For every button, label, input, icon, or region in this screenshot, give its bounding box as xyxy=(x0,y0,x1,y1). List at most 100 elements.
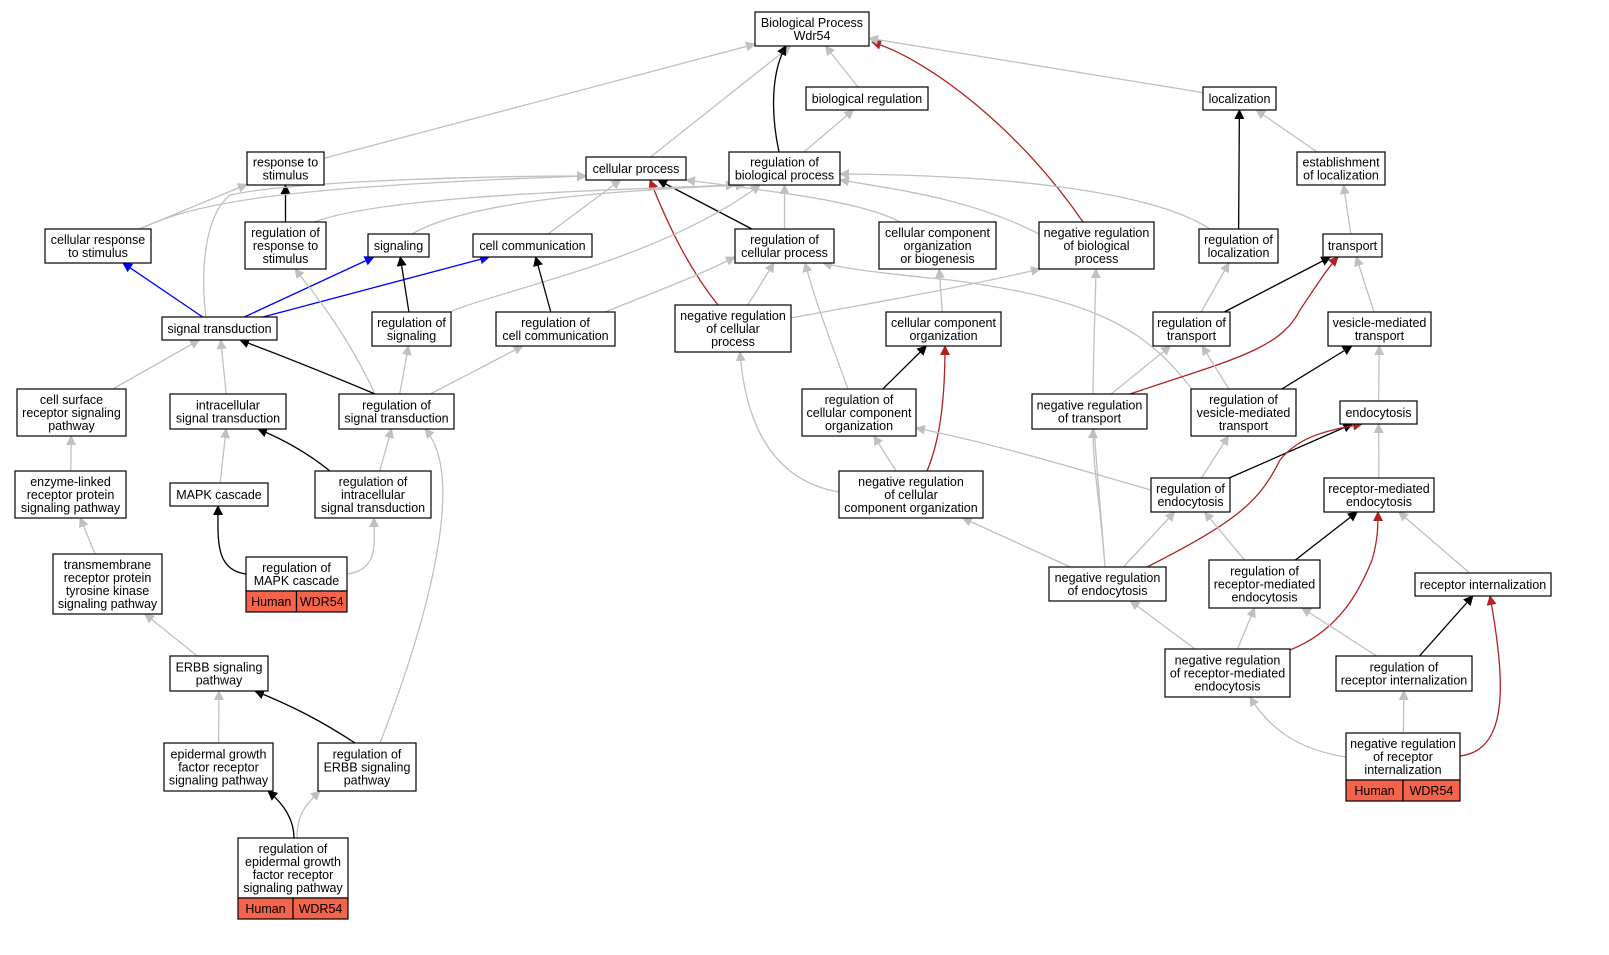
edge-regloc-to-loc xyxy=(1234,109,1245,230)
node-box xyxy=(1339,400,1418,425)
edge-negregendo-to-negregcco xyxy=(961,517,1071,568)
go-node-transport[interactable]: transport xyxy=(1322,233,1383,258)
node-label-line: Wdr54 xyxy=(794,29,831,43)
node-label-line: regulation of xyxy=(521,316,590,330)
node-label-line: of transport xyxy=(1058,412,1122,426)
node-label-line: regulation of xyxy=(262,561,331,575)
node-label-line: ERBB signaling xyxy=(324,761,411,775)
edge-tmrtk-to-enzlink xyxy=(79,517,96,555)
node-box xyxy=(838,470,984,519)
go-node-cellcomm[interactable]: cell communication xyxy=(472,233,593,258)
node-label-line: process xyxy=(711,335,755,349)
node-label-line: signaling pathway xyxy=(58,597,158,611)
go-node-loc[interactable]: localization xyxy=(1202,86,1277,111)
annotation-cell xyxy=(1402,779,1461,802)
edge-regmapk-to-regintra xyxy=(346,517,380,575)
go-node-sigtrans[interactable]: signal transduction xyxy=(161,316,278,341)
node-label-line: cell communication xyxy=(502,329,608,343)
edge-regrecint-to-recint xyxy=(1419,595,1474,657)
edge-regintra-to-intracell xyxy=(257,427,331,472)
annotation-cell xyxy=(292,897,349,920)
go-node-endo[interactable]: endocytosis xyxy=(1339,400,1418,425)
node-label-line: pathway xyxy=(196,674,243,688)
node-box xyxy=(1198,228,1279,264)
node-label-line: of endocytosis xyxy=(1068,584,1148,598)
node-box xyxy=(1296,151,1386,186)
node-box xyxy=(161,316,278,341)
edge-transport-to-estloc xyxy=(1339,184,1352,235)
node-box xyxy=(237,837,349,899)
node-label-line: regulation of xyxy=(1156,482,1225,496)
node-label-line: negative regulation xyxy=(680,309,786,323)
node-box xyxy=(1031,393,1148,430)
edge-cellcomm-to-cellproc xyxy=(547,179,622,235)
edge-ccob-to-cellproc xyxy=(685,176,901,223)
node-label-line: pathway xyxy=(48,419,95,433)
node-box xyxy=(1164,648,1291,698)
node-label-line: endocytosis xyxy=(1346,495,1412,509)
go-node-cellproc[interactable]: cellular process xyxy=(585,156,687,181)
node-label-line: regulation of xyxy=(339,475,408,489)
go-node-bioreg[interactable]: biological regulation xyxy=(805,86,929,111)
node-label-line: Biological Process xyxy=(761,16,863,30)
edge-negregcco-to-negregcell xyxy=(735,351,840,493)
go-node-regrecmed[interactable]: regulation ofreceptor-mediatedendocytosi… xyxy=(1208,559,1321,609)
edge-negregbio-to-bp xyxy=(871,39,1084,223)
edge-regsigtrans-to-sigtrans xyxy=(239,338,376,395)
node-label-line: negative regulation xyxy=(1055,571,1161,585)
node-label-line: endocytosis xyxy=(1194,680,1260,694)
node-label-line: transmembrane xyxy=(64,558,152,572)
node-label-line: of biological xyxy=(1063,239,1129,253)
go-node-mapk[interactable]: MAPK cascade xyxy=(169,482,269,507)
node-label-line: receptor protein xyxy=(64,571,152,585)
edge-negregrecmed-to-regrecmed xyxy=(1236,607,1256,650)
node-label-line: intracellular xyxy=(341,488,405,502)
node-label-line: of cellular xyxy=(884,488,938,502)
go-node-signaling[interactable]: signaling xyxy=(367,233,430,258)
edge-regrecmed-to-regendo xyxy=(1203,511,1245,561)
go-node-recint[interactable]: receptor internalization xyxy=(1414,572,1552,597)
edge-negregendo-to-regendo xyxy=(1122,511,1176,568)
node-label-line: cellular component xyxy=(891,316,996,330)
edge-regves-to-regcell xyxy=(822,260,1201,401)
node-box xyxy=(1152,311,1231,347)
node-box xyxy=(367,233,430,258)
